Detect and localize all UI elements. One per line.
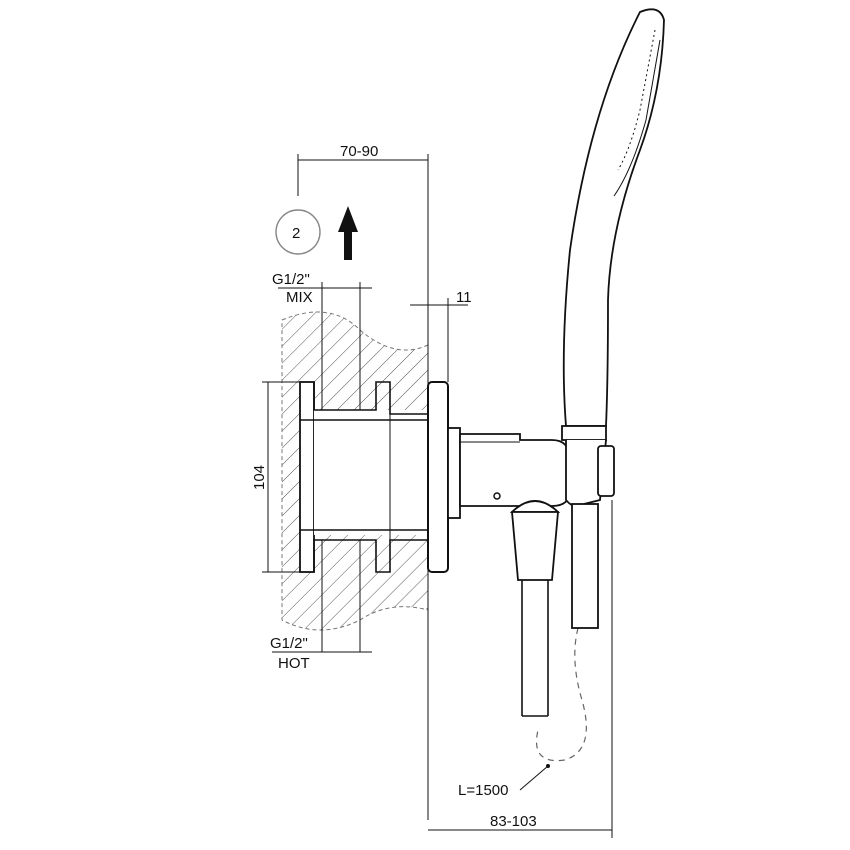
- step-number: 2: [292, 225, 300, 242]
- dim-depth-label: 11: [456, 289, 472, 306]
- dim-top-width-label: 70-90: [340, 143, 378, 160]
- upper-thread-label: G1/2": [272, 271, 310, 288]
- dimension-depth: 11: [410, 289, 472, 382]
- up-arrow-icon: [338, 206, 358, 260]
- dimension-bottom-width: 83-103: [428, 500, 613, 838]
- mixer-body: [447, 427, 571, 519]
- shower-hose: [536, 627, 587, 762]
- lower-connection-callout: G1/2" HOT: [270, 540, 372, 672]
- lower-thread-label: G1/2": [270, 635, 308, 652]
- hose-length-callout: L=1500: [458, 764, 550, 799]
- wall-plate: [427, 381, 449, 573]
- step-marker: 2: [275, 209, 321, 255]
- dimension-height: 104: [251, 381, 300, 573]
- dim-bottom-width-label: 83-103: [490, 813, 537, 830]
- hand-shower: [561, 8, 665, 629]
- upper-connection-callout: G1/2" MIX: [272, 271, 372, 410]
- upper-connection-label: MIX: [286, 289, 313, 306]
- embedded-valve-body: [299, 381, 428, 573]
- dim-height-label: 104: [251, 465, 268, 490]
- hose-length-label: L=1500: [458, 782, 508, 799]
- lower-connection-label: HOT: [278, 655, 310, 672]
- dimension-top-width: 70-90: [297, 143, 429, 820]
- hose-connector: [509, 500, 561, 717]
